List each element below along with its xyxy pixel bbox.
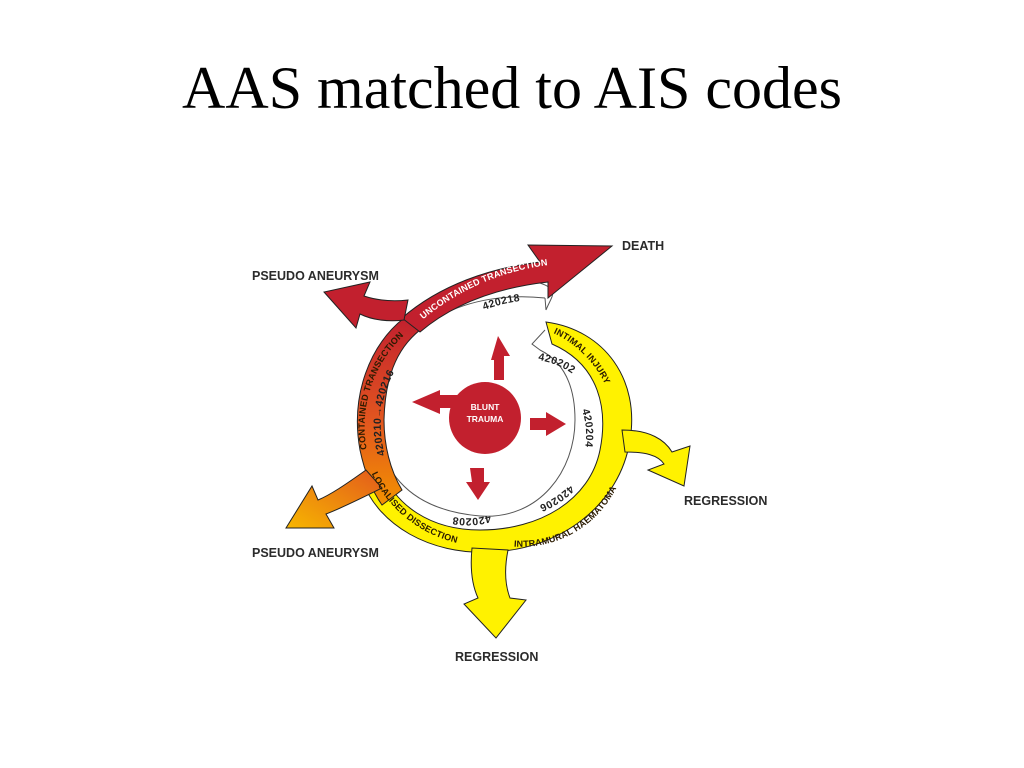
outcome-pseudo-aneurysm-top: PSEUDO ANEURYSM [252, 269, 379, 283]
outcome-regression-bottom: REGRESSION [455, 650, 538, 664]
center-label-line1: BLUNT [471, 402, 501, 412]
outcome-death: DEATH [622, 239, 664, 253]
red-band [323, 244, 614, 333]
center-label-line2: TRAUMA [467, 414, 504, 424]
code-420208: 420208 [452, 512, 493, 527]
outcome-pseudo-aneurysm-bottom: PSEUDO ANEURYSM [252, 546, 379, 560]
slide-title: AAS matched to AIS codes [182, 55, 842, 121]
left-band [285, 317, 421, 529]
code-420204: 420204 [579, 407, 595, 448]
yellow-band [361, 321, 691, 639]
outcome-regression-right: REGRESSION [684, 494, 767, 508]
blunt-trauma-node: BLUNT TRAUMA [412, 336, 566, 500]
